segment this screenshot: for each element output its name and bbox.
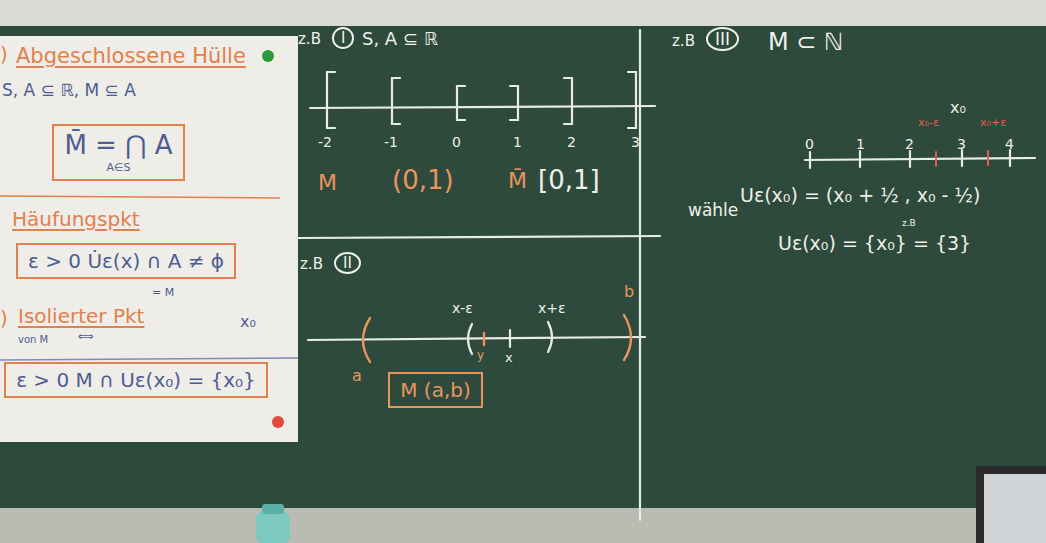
axis-number: -2 xyxy=(318,134,332,151)
tick xyxy=(509,330,511,347)
formula-note: z.B xyxy=(902,218,916,229)
bracket xyxy=(510,86,518,120)
tick xyxy=(961,150,963,166)
interval: [0,1] xyxy=(538,165,600,196)
point-label: x+ε xyxy=(538,300,566,317)
monitor xyxy=(976,466,1046,543)
point-label: x-ε xyxy=(452,300,473,317)
paper-sheet xyxy=(0,36,298,442)
paren xyxy=(548,322,552,352)
definition-box: M̄ = ⋂ AA∈S xyxy=(52,124,185,181)
number-line xyxy=(805,158,1035,160)
axis-number: -1 xyxy=(384,134,398,151)
box-text: ε > 0 U̇ε(x) ∩ A ≠ ϕ xyxy=(28,249,224,273)
tick xyxy=(483,333,485,345)
example-box: M (a,b) xyxy=(388,372,483,408)
note: wähle xyxy=(688,200,738,220)
box-text: ε > 0 M ∩ Uε(x₀) = {x₀} xyxy=(16,368,256,392)
number-line xyxy=(308,337,645,340)
axis-number: 2 xyxy=(905,136,914,153)
wall xyxy=(0,0,1046,30)
tick xyxy=(809,152,811,168)
example-tag: z.B xyxy=(298,30,321,48)
paren xyxy=(363,318,370,362)
item-number: ) xyxy=(0,42,8,66)
magnet-green xyxy=(262,50,274,62)
item-number: ) xyxy=(0,306,8,330)
box-text: M̄ = ⋂ A xyxy=(64,130,173,161)
formula: Uε(x₀) = (x₀ + ½ , x₀ - ½) xyxy=(740,184,980,207)
chalkboard xyxy=(0,26,1046,518)
point-label: x₀-ε xyxy=(918,116,939,129)
chalk-tray xyxy=(0,508,1046,543)
paren xyxy=(624,315,631,360)
panel-divider xyxy=(639,30,641,520)
axis-number: 2 xyxy=(567,134,576,151)
formula: x₀ xyxy=(240,312,256,331)
axis-number: 4 xyxy=(1005,136,1014,153)
bottle-cap xyxy=(262,504,284,514)
paren xyxy=(468,324,472,354)
example-tag: z.B xyxy=(672,32,695,50)
number-line xyxy=(310,106,655,108)
bracket xyxy=(457,86,465,120)
paper-rule xyxy=(0,358,298,360)
paper-rule xyxy=(0,196,280,198)
point-label: x₀ xyxy=(950,98,966,117)
bottle xyxy=(256,512,290,543)
point-label: y xyxy=(477,348,484,362)
tick xyxy=(1009,150,1011,166)
formula: M ⊂ ℕ xyxy=(768,28,843,57)
bracket xyxy=(564,78,572,124)
set-name: M xyxy=(318,170,337,196)
point-label: x xyxy=(505,350,513,366)
heading: Häufungspkt xyxy=(12,207,140,231)
axis-number: 0 xyxy=(805,136,814,153)
monitor-screen xyxy=(984,474,1046,543)
set-name: M̄ xyxy=(508,168,527,194)
heading: Isolierter Pkt xyxy=(18,304,144,328)
example-tag: z.B xyxy=(300,255,323,273)
formula: Uε(x₀) = {x₀} = {3} xyxy=(778,232,971,255)
panel-divider xyxy=(298,236,660,238)
example-number: II xyxy=(334,252,361,274)
formula: S, A ⊆ ℝ xyxy=(362,28,438,50)
axis-number: 1 xyxy=(513,134,522,151)
point-label: b xyxy=(624,282,634,301)
bracket xyxy=(628,72,636,128)
point-label: x₀+ε xyxy=(980,116,1006,129)
formula-note: = M xyxy=(152,286,174,299)
point-label: a xyxy=(352,366,362,385)
definition-box: ε > 0 U̇ε(x) ∩ A ≠ ϕ xyxy=(16,243,236,279)
axis-number: 1 xyxy=(856,136,865,153)
formula-note: von M xyxy=(18,334,48,346)
bracket xyxy=(327,72,335,128)
formula: S, A ⊆ ℝ, M ⊆ A xyxy=(2,80,136,100)
tick xyxy=(987,151,989,165)
definition-box: ε > 0 M ∩ Uε(x₀) = {x₀} xyxy=(4,362,268,398)
bracket xyxy=(392,78,400,124)
tick xyxy=(859,151,861,167)
heading: Abgeschlossene Hülle xyxy=(16,44,246,69)
tick xyxy=(935,152,937,166)
magnet-red xyxy=(272,416,284,428)
axis-number: 3 xyxy=(631,134,640,151)
formula-note: ⟺ xyxy=(78,330,94,343)
box-text: M (a,b) xyxy=(400,378,471,402)
axis-number: 3 xyxy=(957,136,966,153)
interval: (0,1) xyxy=(392,165,454,196)
box-subscript: A∈S xyxy=(64,161,173,174)
tick xyxy=(909,151,911,167)
axis-number: 0 xyxy=(452,134,461,151)
